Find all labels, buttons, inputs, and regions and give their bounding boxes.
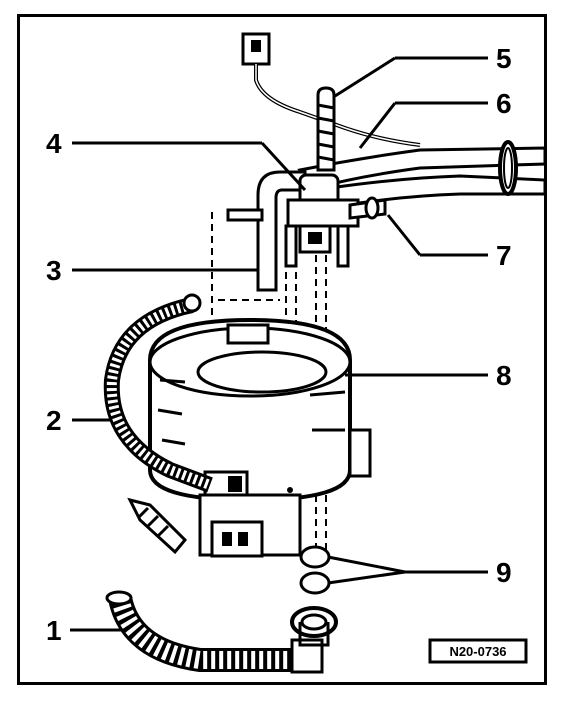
pump-reservoir [148, 317, 372, 558]
callout-4: 4 [46, 128, 62, 159]
fuel-hoses [297, 140, 547, 208]
callout-1: 1 [46, 615, 62, 646]
callout-5: 5 [496, 43, 512, 74]
suction-hose [105, 590, 338, 674]
callout-2: 2 [46, 405, 62, 436]
o-rings [299, 545, 331, 595]
leader-lines [70, 56, 488, 632]
elbow-hose [256, 170, 307, 292]
figure-code-box: N20-0736 [428, 638, 528, 664]
figure-code: N20-0736 [449, 644, 506, 659]
spring-clip [316, 86, 336, 172]
callout-3: 3 [46, 255, 62, 286]
callout-6: 6 [496, 88, 512, 119]
callout-8: 8 [496, 360, 512, 391]
callout-9: 9 [496, 557, 512, 588]
flange-fitting [226, 173, 387, 268]
wire-loom [103, 293, 213, 555]
callout-7: 7 [496, 240, 512, 271]
